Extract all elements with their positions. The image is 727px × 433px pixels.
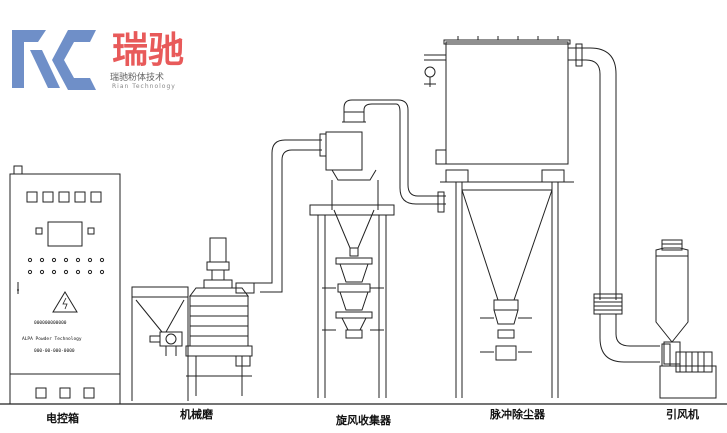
logo-name: 瑞驰	[112, 30, 184, 71]
cabinet-phone: 000-00-000-0000	[34, 348, 75, 354]
duct-cyclone-to-filter	[343, 99, 446, 213]
logo-subtitle: 瑞驰粉体技术	[110, 71, 164, 83]
logo-english: Rian Technology	[112, 83, 176, 90]
caption-pulse-filter: 脉冲除尘器	[489, 407, 546, 421]
duct-filter-to-fan	[568, 43, 660, 363]
cabinet-company: ALPA Powder Technology	[22, 336, 82, 342]
logo-mark-icon	[12, 30, 96, 90]
duct-mill-to-cyclone	[252, 133, 327, 293]
control-cabinet	[0, 165, 727, 405]
company-logo: 瑞驰 瑞驰粉体技术 Rian Technology	[12, 30, 184, 90]
mechanical-mill	[131, 237, 255, 401]
high-voltage-icon	[52, 291, 78, 313]
cabinet-plate-code: 000000000000	[34, 320, 67, 326]
pulse-dust-filter	[424, 36, 574, 398]
caption-control-cabinet: 电控箱	[46, 411, 79, 425]
induced-draft-fan	[655, 239, 717, 399]
caption-mill: 机械磨	[180, 407, 214, 421]
cyclone-collector	[309, 111, 395, 398]
indicator-lights	[27, 257, 105, 275]
caption-fan: 引风机	[666, 407, 699, 421]
caption-cyclone: 旋风收集器	[335, 413, 392, 427]
